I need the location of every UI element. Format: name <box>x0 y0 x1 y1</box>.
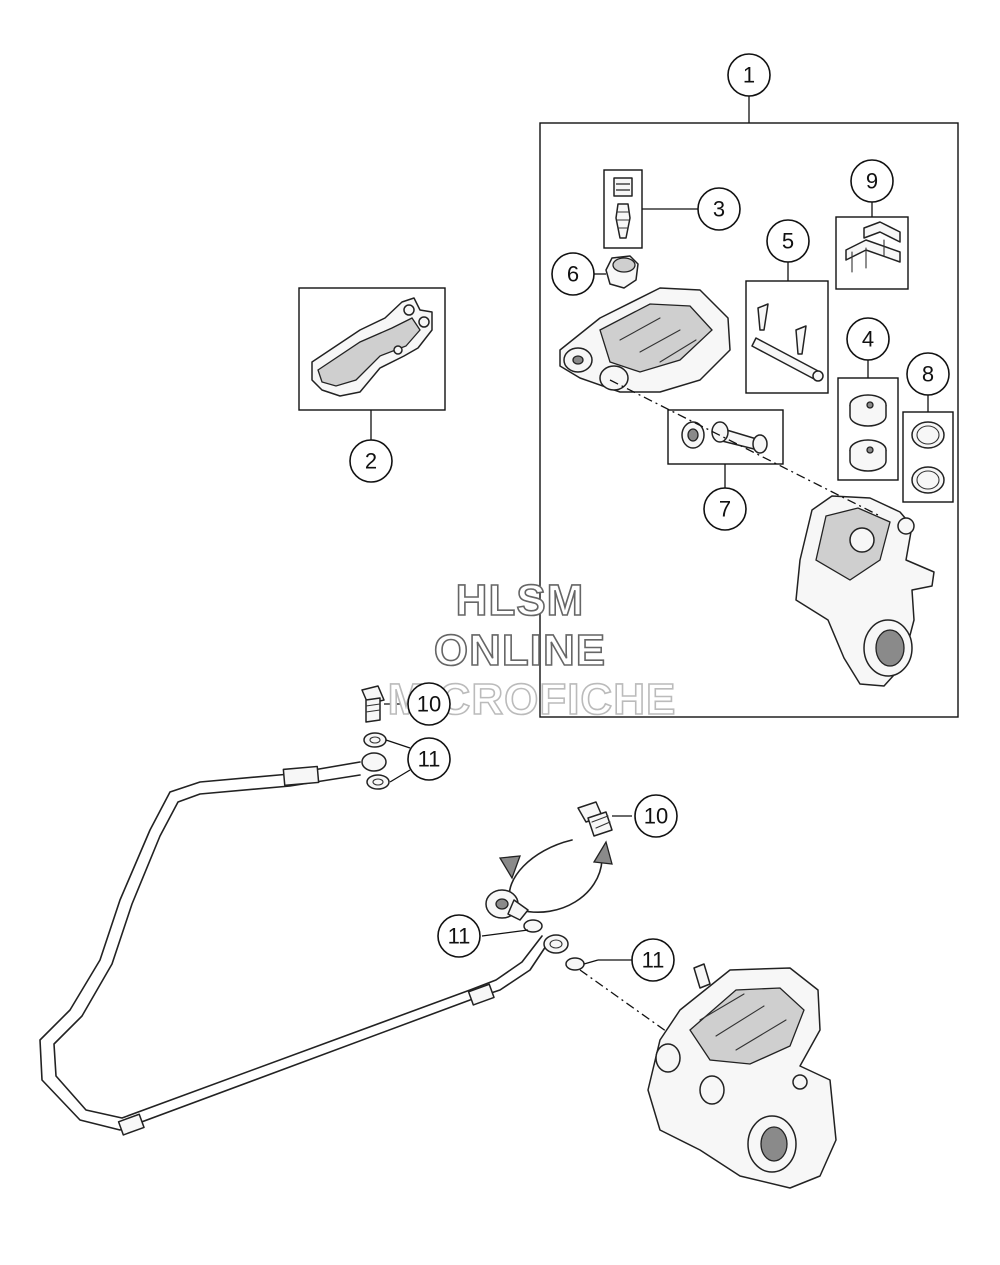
callout-9-label: 9 <box>866 169 878 194</box>
callout-4: 4 <box>846 317 890 361</box>
callout-10-lower: 10 <box>634 794 678 838</box>
callout-11-right-label: 11 <box>642 948 665 973</box>
brake-pad-drawing <box>311 297 433 397</box>
callout-9: 9 <box>850 159 894 203</box>
bleeder-valve-drawing <box>613 177 633 239</box>
callout-4-label: 4 <box>862 327 874 352</box>
callout-11-upper: 11 <box>407 737 451 781</box>
callout-11-left: 11 <box>437 914 481 958</box>
callout-3-label: 3 <box>713 197 725 222</box>
callout-8: 8 <box>906 352 950 396</box>
callout-5: 5 <box>766 219 810 263</box>
callout-11-upper-label: 11 <box>418 747 441 772</box>
watermark-line-1: HLSM <box>456 576 585 625</box>
pin-box <box>745 280 829 394</box>
washer-upper-drawing <box>363 732 390 790</box>
callout-10-upper-label: 10 <box>417 692 441 717</box>
callout-5-label: 5 <box>782 229 794 254</box>
callout-2: 2 <box>349 439 393 483</box>
callout-6: 6 <box>551 252 595 296</box>
pad-spring-drawing <box>845 221 901 273</box>
cap-drawing <box>605 255 639 289</box>
callout-8-label: 8 <box>922 362 934 387</box>
caliper-lower-drawing <box>647 963 837 1189</box>
banjo-fitting-lower-drawing <box>485 889 585 971</box>
watermark-line-3: MICROFICHE <box>388 675 677 724</box>
caliper-upper-drawing <box>559 287 731 393</box>
banjo-bolt-upper-drawing <box>361 685 385 723</box>
brake-pad-box <box>298 287 446 411</box>
bracket-upper-drawing <box>795 495 935 687</box>
piston-drawing <box>849 394 887 472</box>
callout-10-upper: 10 <box>407 682 451 726</box>
callout-10-lower-label: 10 <box>644 804 668 829</box>
watermark: HLSM ONLINE MICROFICHE <box>387 575 677 725</box>
brake-line-drawing <box>39 752 551 1136</box>
watermark-line-2: ONLINE <box>434 626 606 675</box>
rotation-arrows-icon <box>498 839 613 913</box>
callout-7-label: 7 <box>719 497 731 522</box>
banjo-bolt-lower-drawing <box>577 801 613 837</box>
callout-7: 7 <box>703 487 747 531</box>
callout-11-left-label: 11 <box>448 924 471 949</box>
callout-3: 3 <box>697 187 741 231</box>
callout-2-label: 2 <box>365 449 377 474</box>
callout-1: 1 <box>727 53 771 97</box>
callout-11-right: 11 <box>631 938 675 982</box>
guide-bushing-drawing <box>681 421 768 454</box>
callout-6-label: 6 <box>567 262 579 287</box>
callout-1-label: 1 <box>743 63 755 88</box>
pin-drawing <box>751 303 824 382</box>
seal-drawing <box>911 421 945 494</box>
